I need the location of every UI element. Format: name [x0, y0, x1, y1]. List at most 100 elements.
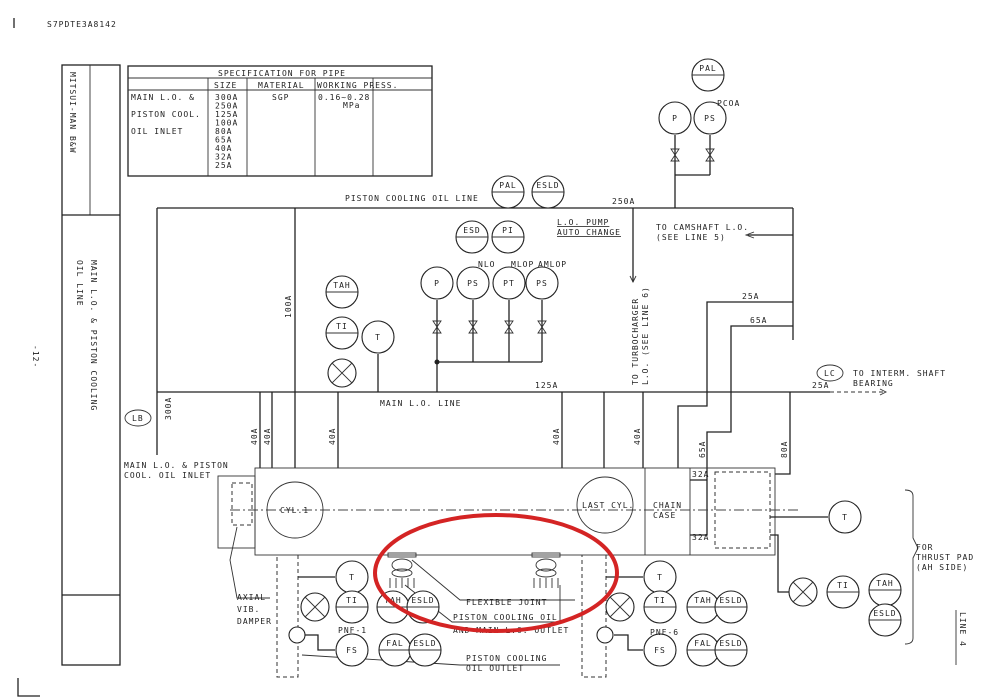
instrument-t-l: T: [335, 560, 369, 594]
diagram-title-2: OIL LINE: [75, 260, 84, 307]
instrument-tag: ESD: [463, 226, 480, 235]
instrument-tag: TI: [837, 581, 849, 590]
camshaft-ref: (SEE LINE 5): [656, 233, 726, 242]
thrust-pad-label-2: THRUST PAD: [916, 553, 974, 562]
lc-label: LC: [824, 369, 836, 378]
size-40a: 40A: [633, 428, 642, 445]
valve-icon: [705, 148, 715, 162]
amlop-label: AMLOP: [538, 260, 567, 269]
instrument-tag: FAL: [694, 639, 711, 648]
instrument-tag: FAL: [386, 639, 403, 648]
pcoa-label: PCOA: [717, 99, 740, 108]
col-pressure: WORKING PRESS.: [317, 81, 398, 90]
pipe-size: 65A: [215, 136, 232, 145]
pressure-unit: MPa: [343, 101, 360, 110]
instrument-fs-l: FS: [335, 633, 369, 667]
service-3: OIL INLET: [131, 127, 183, 136]
highlight-circle: [373, 513, 619, 633]
page-number: -12-: [31, 345, 40, 368]
crop-mark: [17, 678, 40, 697]
indicator-lamp-icon: [300, 592, 330, 622]
size-80a: 80A: [780, 441, 789, 458]
instrument-tag: TAH: [876, 579, 893, 588]
pnf6-label: PNF-6: [650, 628, 679, 637]
engine-outline: [217, 467, 919, 678]
instrument-tag: TAH: [333, 281, 350, 290]
size-125a: 125A: [535, 381, 558, 390]
instrument-tag: PT: [503, 279, 515, 288]
instrument-tah-ul: TAH: [325, 275, 359, 309]
title-block: MITSUI-MAN B&W MAIN L.O. & PISTON COOLIN…: [61, 64, 121, 666]
instrument-ti-th: TI: [826, 575, 860, 609]
instrument-tag: ESLD: [411, 596, 434, 605]
instrument-ti-l: TI: [335, 590, 369, 624]
size-65a: 65A: [750, 316, 767, 325]
indicator-lamp-icon: [605, 592, 635, 622]
instrument-esld-r: ESLD: [714, 590, 748, 624]
pump-auto-change-label-2: AUTO CHANGE: [557, 228, 621, 237]
instrument-p-top: P: [658, 101, 692, 135]
axial-damper-label: AXIAL: [237, 593, 266, 602]
drawing-number: S7PDTE3A8142: [47, 20, 117, 29]
thrust-pad-label-3: (AH SIDE): [916, 563, 968, 572]
service-1: MAIN L.O. &: [131, 93, 195, 102]
inlet-label-2: COOL. OIL INLET: [124, 471, 211, 480]
pump-auto-change-label: L.O. PUMP: [557, 218, 609, 227]
instrument-tag: T: [349, 573, 355, 582]
main-lo-line-label: MAIN L.O. LINE: [380, 399, 461, 408]
instrument-ps-amlop: PS: [525, 266, 559, 300]
instrument-tag: ESLD: [719, 639, 742, 648]
pipe-size: 250A: [215, 102, 238, 111]
pressure-value: 0.16~0.28: [318, 93, 370, 102]
instrument-tah-th: TAH: [868, 573, 902, 607]
lb-tag: [124, 409, 152, 427]
instrument-tah-l: TAH: [376, 590, 410, 624]
instrument-fs-r: FS: [643, 633, 677, 667]
size-40a: 40A: [263, 428, 272, 445]
instrument-tag: PAL: [499, 181, 516, 190]
instrument-tag: FS: [346, 646, 358, 655]
pipe-size: 100A: [215, 119, 238, 128]
pipework: [156, 135, 888, 536]
turbocharger-ref: L.O. (SEE LINE 6): [641, 286, 650, 385]
size-25a-interm: 25A: [812, 381, 829, 390]
instrument-tag: TI: [346, 596, 358, 605]
line-reference: LINE 4: [958, 612, 967, 647]
instrument-esld-th: ESLD: [868, 603, 902, 637]
instrument-tag: ESLD: [536, 181, 559, 190]
instrument-tag: PI: [502, 226, 514, 235]
instrument-tag: PAL: [699, 64, 716, 73]
instrument-tag: TAH: [694, 596, 711, 605]
turbocharger-label: TO TURBOCHARGER: [631, 298, 640, 385]
last-cyl-label: LAST CYL.: [582, 501, 634, 510]
instrument-tag: P: [434, 279, 440, 288]
pipe-size: 125A: [215, 110, 238, 119]
instrument-tag: T: [842, 513, 848, 522]
size-32a-lower: 32A: [692, 533, 709, 542]
instrument-tag: ESLD: [873, 609, 896, 618]
instrument-esld-mid: ESLD: [531, 175, 565, 209]
lb-label: LB: [132, 414, 144, 423]
pipe-size: 32A: [215, 153, 232, 162]
size-40a: 40A: [552, 428, 561, 445]
instrument-pt-mlop: PT: [492, 266, 526, 300]
size-300a: 300A: [164, 397, 173, 420]
instrument-tag: ESLD: [413, 639, 436, 648]
flexible-joint-label: FLEXIBLE JOINT: [466, 598, 547, 607]
instrument-esld-l2: ESLD: [408, 633, 442, 667]
instrument-pi: PI: [491, 220, 525, 254]
size-40a: 40A: [250, 428, 259, 445]
maker-name: MITSUI-MAN B&W: [68, 72, 77, 153]
spec-title: SPECIFICATION FOR PIPE: [218, 69, 346, 78]
instrument-p-pump: P: [420, 266, 454, 300]
last-cylinder: [576, 476, 634, 534]
pipe-spec-table: SPECIFICATION FOR PIPE SIZE MATERIAL WOR…: [127, 65, 433, 177]
piston-cooling-line-label: PISTON COOLING OIL LINE: [345, 194, 479, 203]
valve-icon: [504, 320, 514, 334]
size-40a: 40A: [328, 428, 337, 445]
chain-case-label: CHAIN: [653, 501, 682, 510]
cyl1-label: CYL.1: [280, 506, 309, 515]
valve-icon: [537, 320, 547, 334]
instrument-esd: ESD: [455, 220, 489, 254]
